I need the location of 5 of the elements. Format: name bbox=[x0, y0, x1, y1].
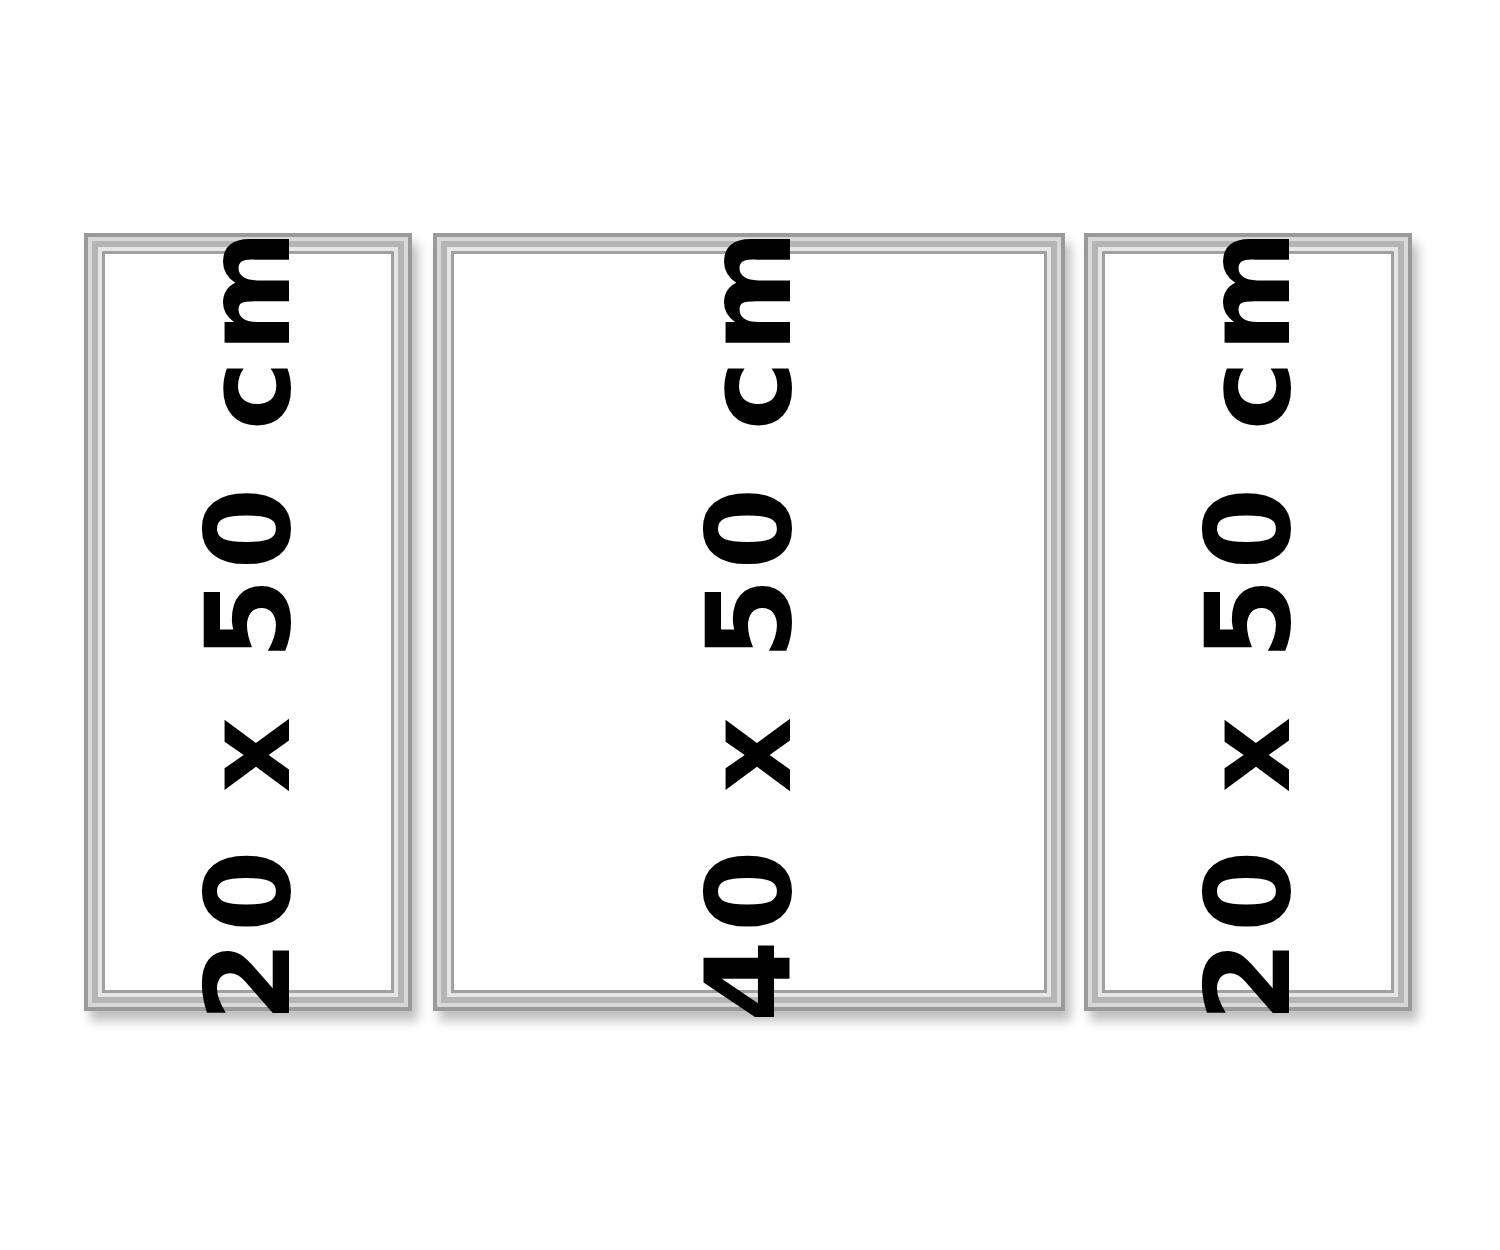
dimension-label: 40 x 50 cm bbox=[680, 221, 818, 1023]
picture-frame bbox=[1084, 233, 1412, 1011]
dimension-label: 20 x 50 cm bbox=[179, 221, 317, 1023]
dimension-label: 20 x 50 cm bbox=[1179, 221, 1317, 1023]
picture-frame bbox=[84, 233, 412, 1011]
